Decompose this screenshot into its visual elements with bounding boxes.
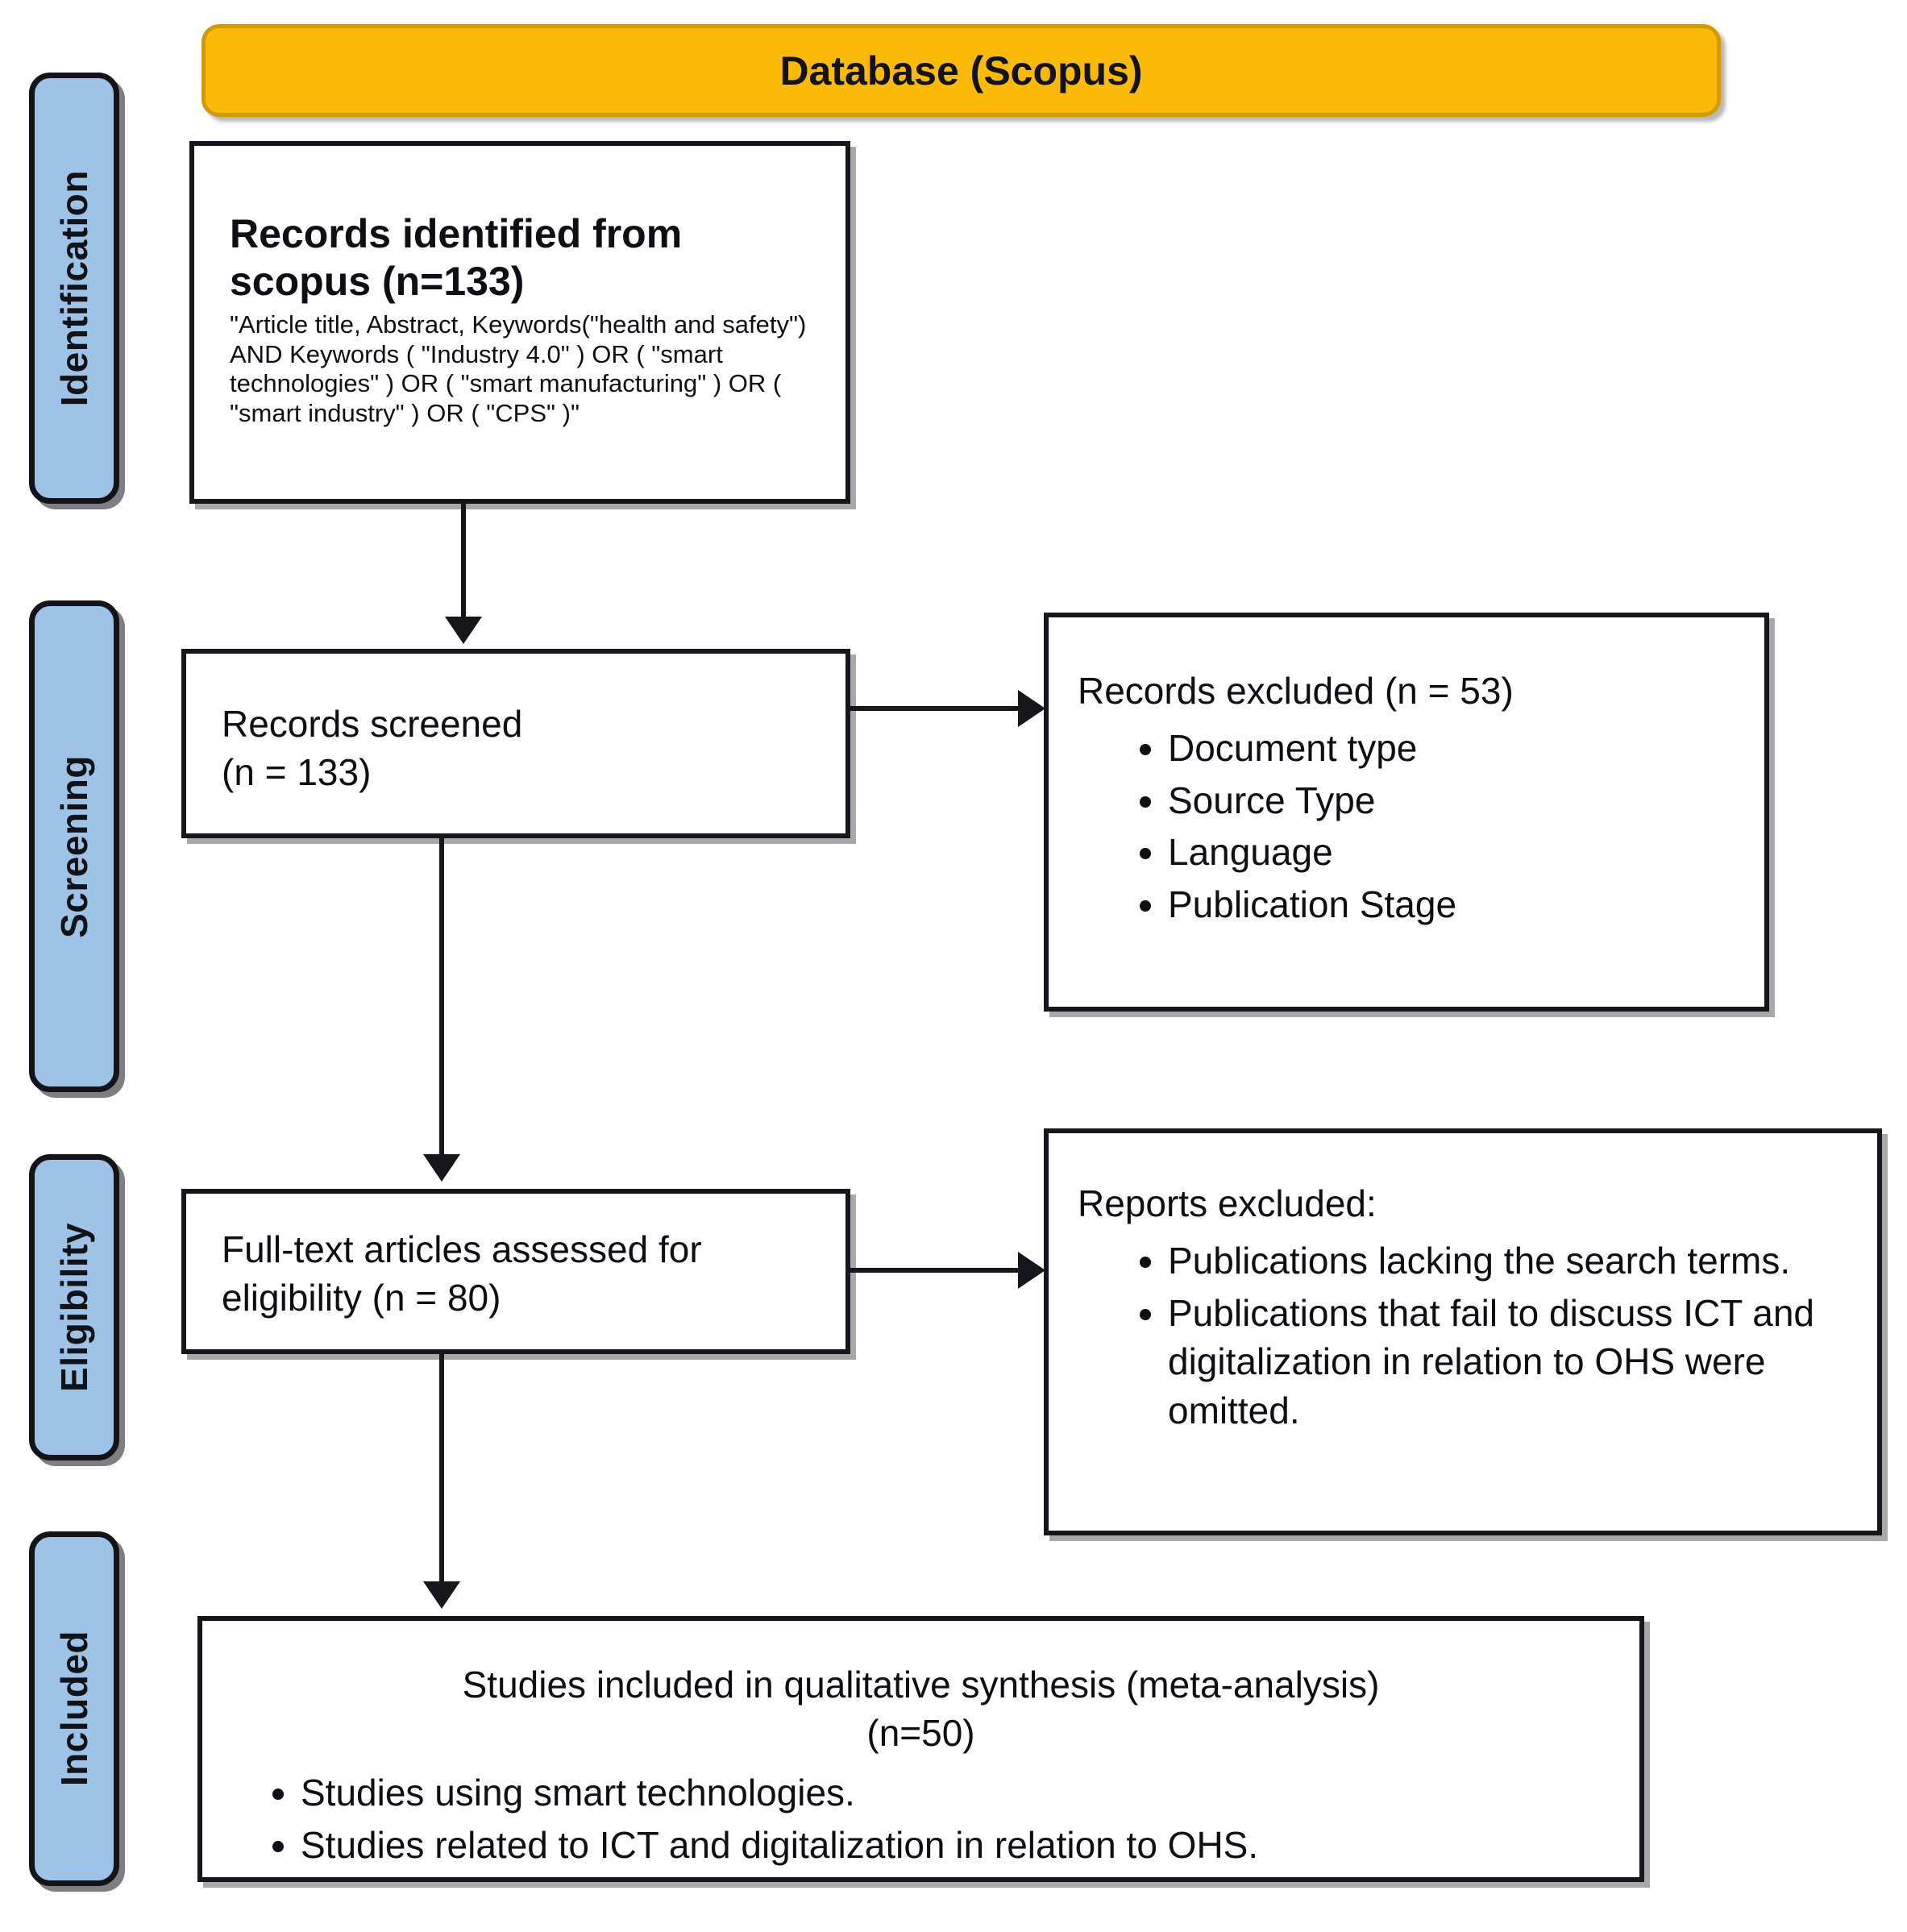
stage-identification-label: Identification <box>53 169 95 407</box>
arrowhead-identified-to-screened <box>445 617 482 644</box>
records-identified-query: "Article title, Abstract, Keywords("heal… <box>230 310 807 427</box>
connector-screened-to-excluded <box>850 706 1023 711</box>
stage-included: Included <box>29 1531 119 1886</box>
connector-fulltext-to-included <box>439 1354 444 1586</box>
list-item: Publications lacking the search terms. <box>1168 1236 1858 1286</box>
studies-included-list: Studies using smart technologies. Studie… <box>226 1769 1615 1871</box>
studies-included-line1: Studies included in qualitative synthesi… <box>462 1664 1380 1706</box>
database-header-title: Database (Scopus) <box>779 48 1143 93</box>
records-screened-line1: Records screened <box>222 703 523 745</box>
node-records-identified: Records identified from scopus (n=133) "… <box>189 141 850 504</box>
list-item: Document type <box>1168 724 1745 773</box>
stage-screening-label: Screening <box>53 754 95 938</box>
connector-screened-to-fulltext <box>439 838 444 1161</box>
node-records-excluded: Records excluded (n = 53) Document type … <box>1044 613 1769 1012</box>
node-reports-excluded: Reports excluded: Publications lacking t… <box>1044 1128 1882 1535</box>
connector-fulltext-to-reports-excluded <box>850 1268 1023 1273</box>
records-identified-title-line2: scopus (n=133) <box>230 259 525 304</box>
arrowhead-screened-to-fulltext <box>423 1154 460 1182</box>
list-item: Studies related to ICT and digitalizatio… <box>301 1822 1615 1870</box>
node-studies-included: Studies included in qualitative synthesi… <box>197 1616 1644 1882</box>
studies-included-line2: (n=50) <box>866 1711 975 1754</box>
arrowhead-screened-to-excluded <box>1018 690 1045 727</box>
stage-identification: Identification <box>29 73 119 504</box>
records-excluded-heading: Records excluded (n = 53) <box>1078 670 1514 712</box>
list-item: Publications that fail to discuss ICT an… <box>1168 1289 1858 1435</box>
fulltext-line2: eligibility (n = 80) <box>222 1276 501 1319</box>
reports-excluded-heading: Reports excluded: <box>1078 1182 1377 1224</box>
stage-eligibility: Eligibility <box>29 1154 119 1460</box>
list-item: Studies using smart technologies. <box>301 1769 1615 1818</box>
records-identified-title-line1: Records identified from <box>230 211 683 256</box>
arrowhead-fulltext-to-reports-excluded <box>1018 1252 1045 1289</box>
records-screened-line2: (n = 133) <box>222 750 372 793</box>
list-item: Source Type <box>1168 776 1745 825</box>
node-records-screened: Records screened (n = 133) <box>181 649 850 838</box>
stage-included-label: Included <box>53 1631 95 1787</box>
list-item: Publication Stage <box>1168 880 1745 929</box>
stage-eligibility-label: Eligibility <box>53 1223 95 1392</box>
fulltext-line1: Full-text articles assessed for <box>222 1228 702 1270</box>
records-excluded-list: Document type Source Type Language Publi… <box>1078 724 1745 929</box>
reports-excluded-list: Publications lacking the search terms. P… <box>1078 1236 1858 1435</box>
connector-identified-to-screened <box>461 504 466 623</box>
node-fulltext-assessed: Full-text articles assessed for eligibil… <box>181 1189 850 1354</box>
arrowhead-fulltext-to-included <box>423 1581 460 1609</box>
database-header: Database (Scopus) <box>202 24 1721 117</box>
list-item: Language <box>1168 828 1745 877</box>
stage-screening: Screening <box>29 600 119 1092</box>
